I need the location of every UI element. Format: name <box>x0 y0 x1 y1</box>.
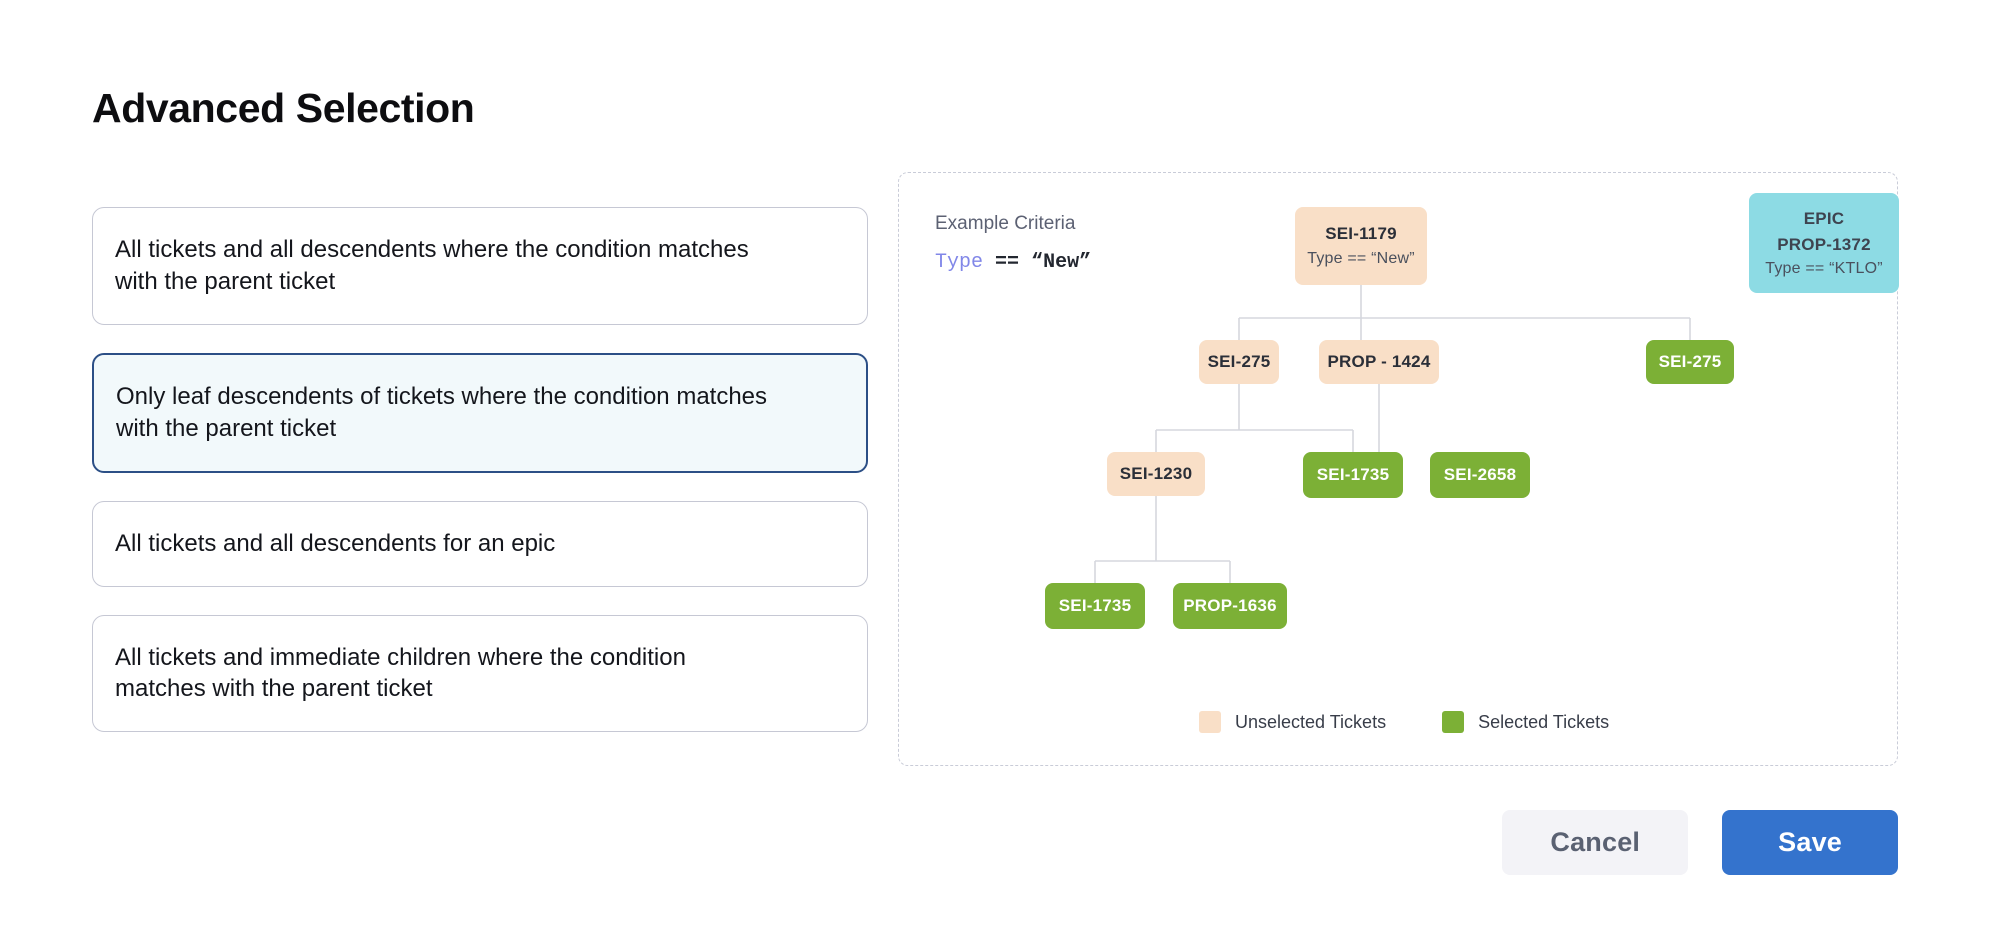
option-card-label: All tickets and immediate children where… <box>115 643 686 703</box>
option-card-label: Only leaf descendents of tickets where t… <box>116 382 768 442</box>
legend-label: Unselected Tickets <box>1235 711 1387 732</box>
tree-node-sublabel: Type == “New” <box>1307 250 1415 267</box>
legend-item-selected: Selected Tickets <box>1442 711 1609 733</box>
tree-node-label: SEI-1735 <box>1058 596 1132 615</box>
diagram-legend: Unselected Tickets Selected Tickets <box>1199 711 1609 733</box>
tree-node-sei-1179[interactable]: SEI-1179 Type == “New” <box>1295 207 1427 285</box>
legend-item-unselected: Unselected Tickets <box>1199 711 1386 733</box>
tree-node-sei-1735-a[interactable]: SEI-1735 <box>1303 452 1403 498</box>
legend-swatch-selected-icon <box>1442 711 1465 733</box>
option-card-label: All tickets and all descendents for an e… <box>115 529 556 557</box>
option-card-2[interactable]: All tickets and all descendents for an e… <box>92 500 868 587</box>
option-card-label: All tickets and all descendents where th… <box>115 236 749 295</box>
tree-node-prop-1636[interactable]: PROP-1636 <box>1173 583 1287 629</box>
page-title: Advanced Selection <box>92 85 475 132</box>
selection-options-list: All tickets and all descendents where th… <box>92 207 868 760</box>
tree-node-label: SEI-275 <box>1658 352 1722 371</box>
tree-node-prop-1424[interactable]: PROP - 1424 <box>1319 340 1439 384</box>
dialog-footer: Cancel Save <box>1502 810 1898 875</box>
option-card-1[interactable]: Only leaf descendents of tickets where t… <box>92 352 868 473</box>
save-button[interactable]: Save <box>1722 810 1898 875</box>
legend-swatch-unselected-icon <box>1199 711 1221 733</box>
tree-node-label: SEI-1179 <box>1325 224 1397 243</box>
option-card-3[interactable]: All tickets and immediate children where… <box>92 614 868 733</box>
tree-node-label: EPIC <box>1803 208 1845 228</box>
option-card-0[interactable]: All tickets and all descendents where th… <box>92 207 868 325</box>
tree-node-sei-1735-b[interactable]: SEI-1735 <box>1045 583 1145 629</box>
tree-node-label: SEI-275 <box>1207 352 1271 371</box>
criteria-operator: == <box>995 251 1020 274</box>
tree-node-sei-2658[interactable]: SEI-2658 <box>1430 452 1530 498</box>
criteria-title: Example Criteria <box>935 213 1076 234</box>
tree-node-sublabel: Type == “KTLO” <box>1765 259 1883 277</box>
tree-node-label: SEI-2658 <box>1443 465 1517 484</box>
tree-node-label: SEI-1230 <box>1119 464 1193 483</box>
cancel-button[interactable]: Cancel <box>1502 810 1689 875</box>
legend-label: Selected Tickets <box>1478 711 1610 732</box>
tree-node-sei-275-a[interactable]: SEI-275 <box>1199 340 1279 384</box>
tree-node-sei-1230[interactable]: SEI-1230 <box>1107 452 1205 496</box>
tree-node-label: PROP-1636 <box>1183 596 1277 615</box>
criteria-expression: Type == “New” <box>935 251 1091 274</box>
tree-node-label: SEI-1735 <box>1316 465 1390 484</box>
tree-node-sei-275-b[interactable]: SEI-275 <box>1646 340 1734 384</box>
criteria-key: Type <box>935 251 984 274</box>
tree-node-midlabel: PROP-1372 <box>1777 234 1871 254</box>
tree-node-epic-prop-1372[interactable]: EPIC PROP-1372 Type == “KTLO” <box>1749 193 1899 293</box>
example-diagram-panel: Example Criteria Type == “New” <box>898 172 1899 766</box>
criteria-value: “New” <box>1031 251 1092 274</box>
tree-node-label: PROP - 1424 <box>1327 352 1431 371</box>
